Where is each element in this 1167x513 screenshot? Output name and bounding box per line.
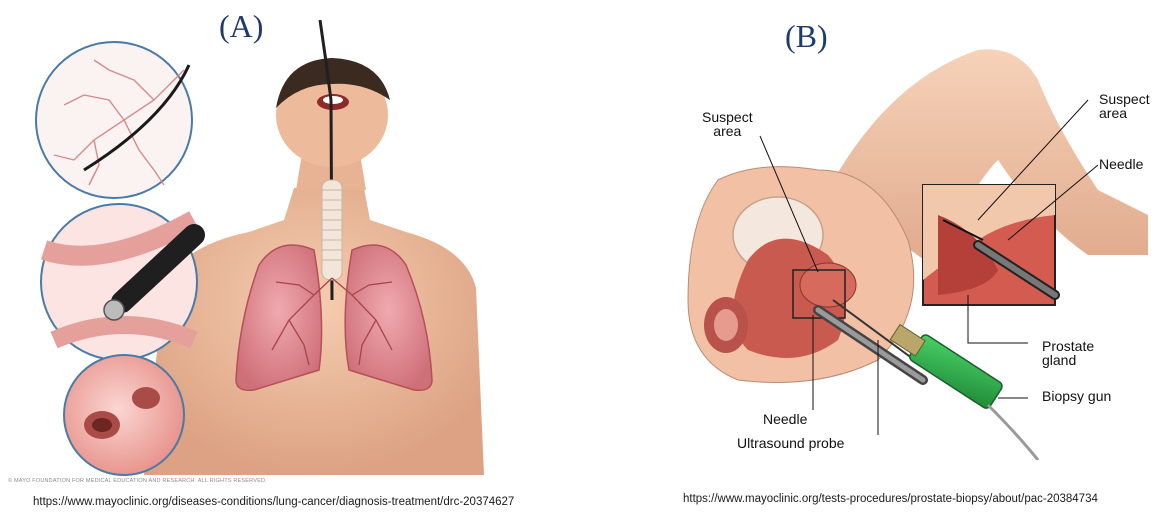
callout-suspect-area-left: Suspect area [702,110,753,138]
panel-a-source-url[interactable]: https://www.mayoclinic.org/diseases-cond… [33,496,514,508]
inset-airway-view [64,355,184,475]
inset-bronchioles [36,42,192,198]
panel-b-source-url[interactable]: https://www.mayoclinic.org/tests-procedu… [683,493,1098,505]
callout-prostate-gland: Prostate gland [1042,339,1094,367]
bronchoscopy-illustration [14,20,484,485]
callout-needle-bottom: Needle [763,412,807,426]
prostate-inset [923,185,1055,305]
callout-needle-right: Needle [1099,157,1143,171]
callout-ultrasound-probe: Ultrasound probe [737,436,844,450]
callout-biopsy-gun: Biopsy gun [1042,389,1111,403]
panel-a-copyright: © MAYO FOUNDATION FOR MEDICAL EDUCATION … [8,478,267,484]
inset-scope-tip [41,204,197,360]
callout-suspect-area-right: Suspect area [1099,92,1150,120]
